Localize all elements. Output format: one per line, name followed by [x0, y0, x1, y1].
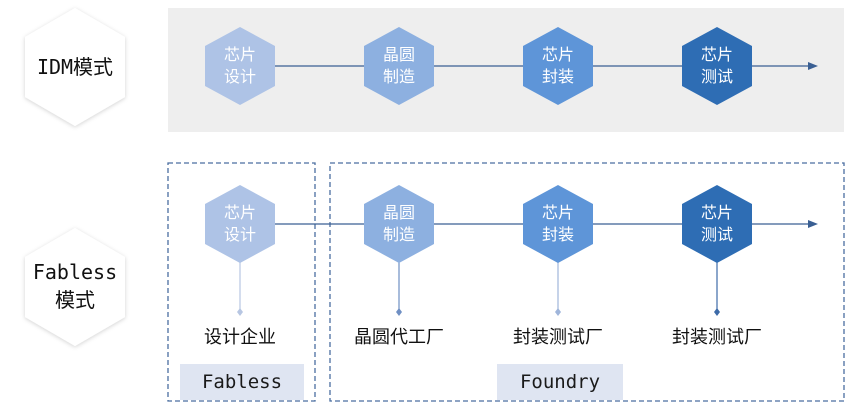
idm-step-text: 芯片 测试 [677, 44, 757, 88]
fabless-step-hexagon [364, 185, 434, 263]
caption-packaging-testing: 封装测试厂 [513, 327, 603, 348]
foundry-tag: Foundry [497, 364, 623, 400]
fabless-mode-label-line1: Fabless [32, 260, 118, 284]
fabless-step-hexagon [523, 185, 593, 263]
idm-step-line1: 芯片 [700, 45, 733, 64]
idm-step-line1: 芯片 [223, 45, 256, 64]
drop-diamond-fab [396, 308, 402, 316]
fabless-tag: Fabless [180, 364, 304, 400]
idm-step-hexagon [523, 27, 593, 105]
drop-diamond-testing [714, 308, 720, 316]
fabless-step-text: 芯片 设计 [200, 202, 280, 246]
drop-diamond-packaging [555, 308, 561, 316]
caption-packaging-testing: 封装测试厂 [672, 327, 762, 348]
idm-step-line1: 芯片 [541, 45, 574, 64]
caption-design-company: 设计企业 [204, 327, 276, 348]
idm-step-text: 芯片 封装 [518, 44, 598, 88]
fabless-step-hexagon [205, 185, 275, 263]
fabless-design-box [167, 162, 316, 402]
fabless-step-line1: 芯片 [223, 203, 256, 222]
drop-diamond-design [237, 308, 243, 316]
fabless-mode-hexagon [25, 228, 125, 346]
fabless-step-text: 晶圆 制造 [359, 202, 439, 246]
idm-step-hexagon [364, 27, 434, 105]
fabless-step-line2: 制造 [382, 225, 415, 244]
fabless-step-line2: 设计 [223, 225, 256, 244]
fabless-mode-label-line2: 模式 [55, 288, 95, 312]
fabless-step-text: 芯片 封装 [518, 202, 598, 246]
fabless-step-line1: 芯片 [541, 203, 574, 222]
idm-step-text: 芯片 设计 [200, 44, 280, 88]
idm-step-line2: 测试 [700, 67, 733, 86]
foundry-box [329, 162, 845, 402]
fabless-arrow-head [808, 220, 818, 228]
caption-foundry: 晶圆代工厂 [354, 327, 444, 348]
fabless-step-line2: 封装 [541, 225, 574, 244]
idm-step-line2: 封装 [541, 67, 574, 86]
idm-step-line2: 制造 [382, 67, 415, 86]
idm-step-line1: 晶圆 [382, 45, 415, 64]
fabless-step-line2: 测试 [700, 225, 733, 244]
fabless-step-line1: 芯片 [700, 203, 733, 222]
idm-step-hexagon [205, 27, 275, 105]
idm-arrow-head [808, 62, 818, 70]
idm-step-text: 晶圆 制造 [359, 44, 439, 88]
fabless-step-hexagon [682, 185, 752, 263]
idm-step-line2: 设计 [223, 67, 256, 86]
idm-step-hexagon [682, 27, 752, 105]
idm-mode-label: IDM模式 [36, 55, 114, 79]
fabless-step-text: 芯片 测试 [677, 202, 757, 246]
fabless-step-line1: 晶圆 [382, 203, 415, 222]
idm-mode-hexagon [25, 8, 125, 126]
